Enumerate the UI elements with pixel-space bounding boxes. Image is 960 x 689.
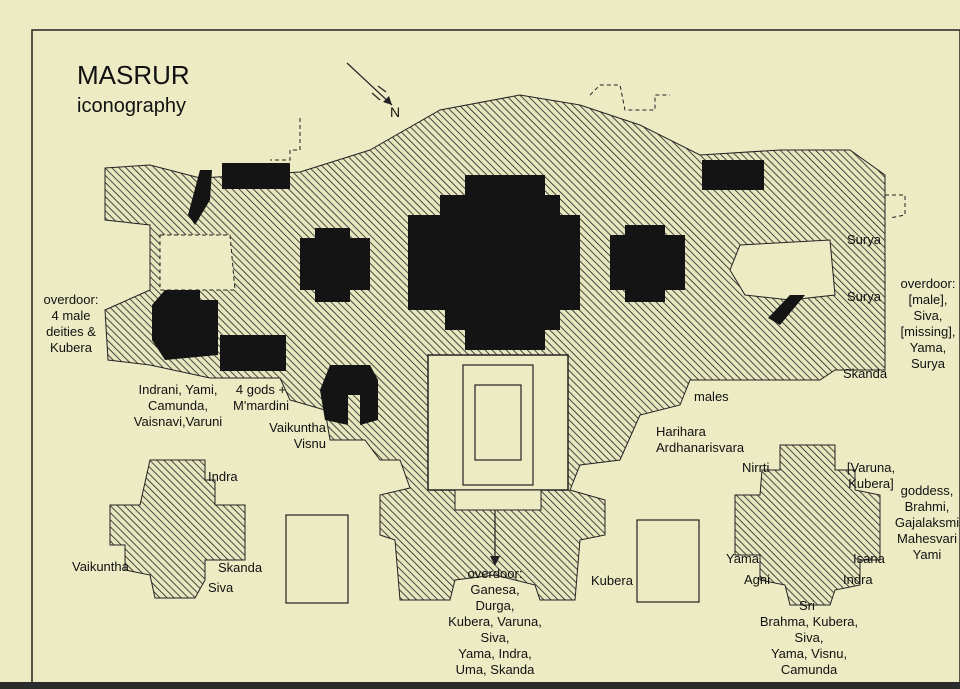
label-agni: Agni bbox=[744, 572, 771, 587]
label-indrani: Indrani, Yami, Camunda, Vaisnavi,Varuni bbox=[133, 382, 223, 429]
page-title: MASRUR bbox=[77, 60, 190, 90]
label-goddess: goddess, Brahmi, Gajalaksmi Mahesvari Ya… bbox=[894, 483, 960, 562]
north-arrow-line bbox=[346, 62, 393, 106]
label-brahma: Brahma, Kubera, Siva, Yama, Visnu, Camun… bbox=[759, 614, 859, 677]
label-overdoor-east: overdoor: [male], Siva, [missing], Yama,… bbox=[900, 276, 956, 371]
label-skanda-west: Skanda bbox=[218, 560, 263, 575]
label-overdoor-west: overdoor: 4 male deities & Kubera bbox=[43, 292, 99, 355]
north-label: N bbox=[390, 104, 401, 120]
ne-dashed-fragment bbox=[589, 84, 670, 111]
label-males: males bbox=[694, 389, 729, 404]
page-subtitle: iconography bbox=[77, 95, 186, 117]
north-arrow-head bbox=[383, 96, 392, 105]
label-harihara: Harihara Ardhanarisvara bbox=[656, 424, 745, 455]
sw-small-temple bbox=[109, 459, 246, 599]
e-dashed-fragment bbox=[885, 194, 906, 219]
label-sri: Sri bbox=[799, 598, 815, 613]
west-corner-shrine bbox=[152, 290, 218, 360]
overdoor-arrow-head bbox=[490, 556, 500, 566]
west-shrine bbox=[300, 228, 370, 302]
label-indra-west: Indra bbox=[208, 469, 238, 484]
west-courtyard bbox=[159, 234, 236, 291]
label-skanda-east: Skanda bbox=[843, 366, 888, 381]
hall-core bbox=[474, 384, 522, 461]
label-surya-mid: Surya bbox=[847, 289, 881, 304]
se-small-temple bbox=[734, 444, 881, 606]
label-overdoor-south: overdoor: Ganesa, Durga, Kubera, Varuna,… bbox=[448, 566, 542, 677]
bottom-band bbox=[0, 682, 960, 689]
label-indra-east: Indra bbox=[843, 572, 873, 587]
nw-block bbox=[222, 163, 290, 189]
ne-block bbox=[702, 160, 764, 190]
north-dashed-fragment bbox=[270, 118, 301, 161]
label-isana: Isana bbox=[853, 551, 885, 566]
label-siva-west: Siva bbox=[208, 580, 234, 595]
hall-steps bbox=[454, 489, 542, 511]
south-west-niche bbox=[320, 365, 378, 425]
label-surya-top: Surya bbox=[847, 232, 881, 247]
label-vaikuntha-west: Vaikuntha bbox=[72, 559, 129, 574]
label-kubera-south: Kubera bbox=[591, 573, 633, 588]
nw-wall-stroke bbox=[188, 170, 212, 225]
outline-shrine-2 bbox=[636, 519, 700, 603]
label-varuna-kubera: [Varuna, Kubera] bbox=[846, 460, 896, 491]
label-vaikuntha-visnu: Vaikuntha Visnu bbox=[269, 420, 326, 451]
label-four-gods: 4 gods + M'mardini bbox=[233, 382, 289, 413]
w-block bbox=[220, 335, 286, 371]
label-nirrti: Nirrti bbox=[742, 460, 770, 475]
central-shrine bbox=[408, 175, 580, 350]
east-shrine bbox=[610, 225, 685, 302]
outline-shrine-1 bbox=[285, 514, 349, 604]
hall-inner bbox=[462, 364, 534, 486]
central-hall bbox=[427, 354, 569, 491]
e-wall-stroke bbox=[768, 295, 805, 325]
east-courtyard bbox=[729, 239, 836, 301]
label-yama-east: Yama bbox=[726, 551, 759, 566]
